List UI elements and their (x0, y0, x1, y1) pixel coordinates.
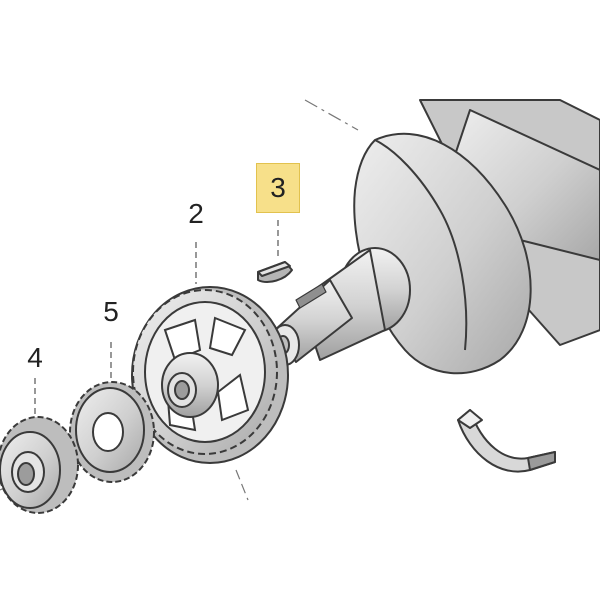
callout-2: 2 (188, 198, 204, 229)
callout-5: 5 (103, 296, 119, 327)
crankshaft (270, 99, 600, 375)
bearing-shell (457, 409, 556, 473)
callout-3-highlighted: 3 (256, 163, 300, 213)
large-sprocket-part (131, 286, 289, 464)
callout-4: 4 (27, 342, 43, 373)
small-sprocket-part (69, 381, 155, 483)
sprocket-part-4 (0, 416, 79, 514)
woodruff-key-part (257, 261, 293, 283)
leader-lines (34, 220, 279, 418)
